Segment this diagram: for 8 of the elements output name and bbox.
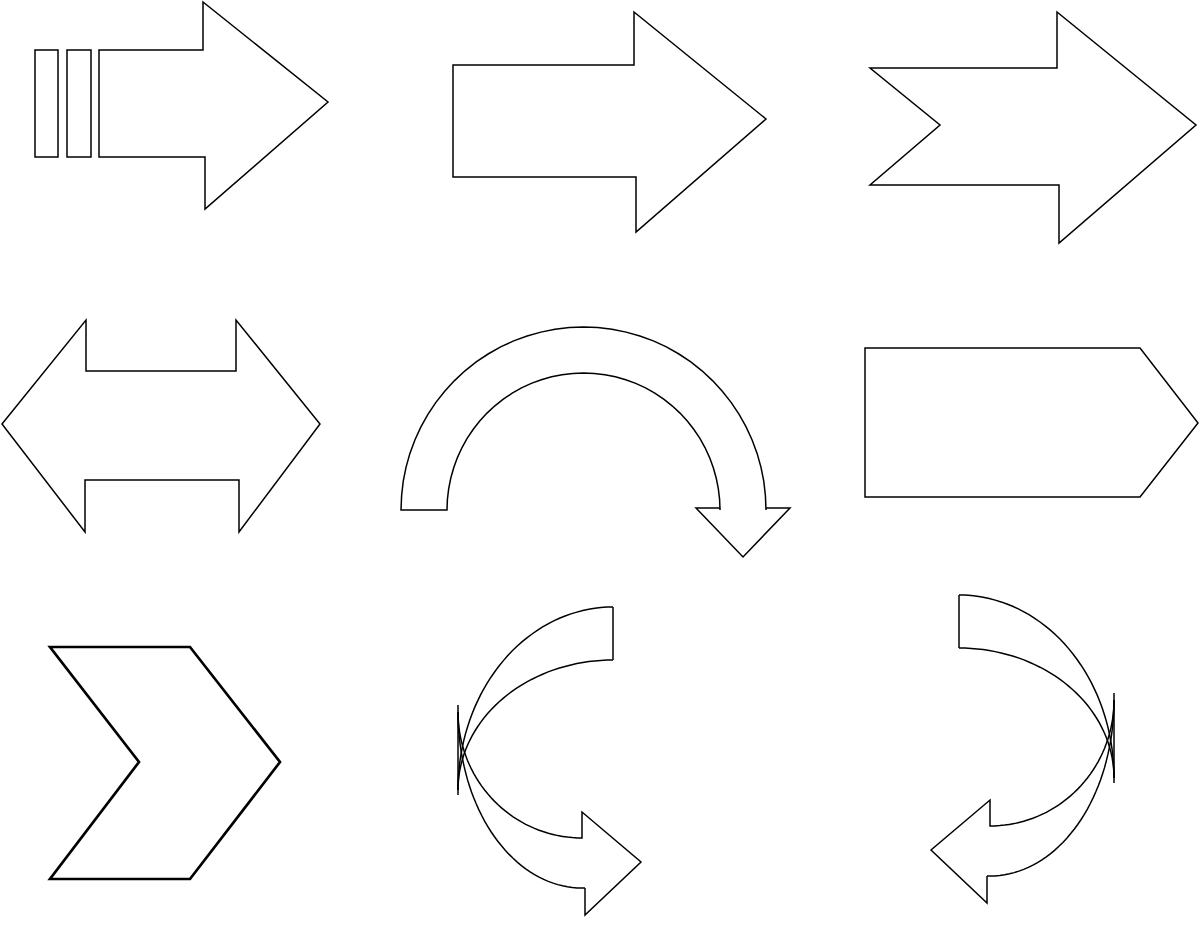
double-arrow (1, 317, 321, 535)
curved-arrow (400, 326, 792, 559)
striped-arrow (34, 0, 330, 211)
block-arrow (452, 10, 768, 234)
circular-arrow (929, 594, 1115, 905)
circular-arrow (457, 606, 643, 917)
chevron (47, 645, 282, 881)
pentagon-arrow (864, 347, 1199, 498)
